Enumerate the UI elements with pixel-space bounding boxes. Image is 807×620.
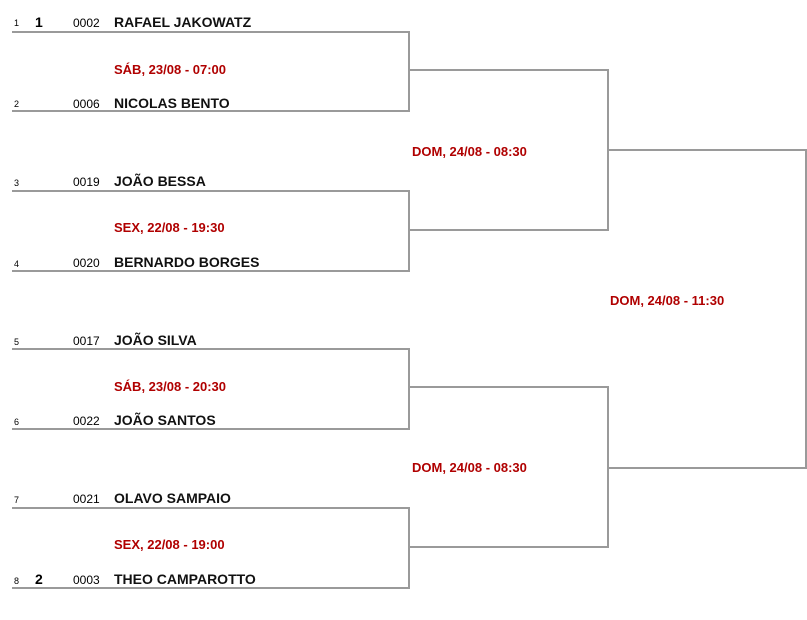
seed-number: 2 xyxy=(35,571,43,587)
player-id: 0020 xyxy=(73,256,100,270)
seed-number: 1 xyxy=(35,14,43,30)
player-id: 0002 xyxy=(73,16,100,30)
slot-number: 6 xyxy=(14,417,20,427)
player-name[interactable]: JOÃO BESSA xyxy=(114,173,206,189)
match-1-time[interactable]: SÁB, 23/08 - 07:00 xyxy=(114,62,227,77)
bracket-match-3-connector xyxy=(12,348,410,430)
player-id: 0019 xyxy=(73,175,100,189)
bracket-match-2-connector xyxy=(12,190,410,272)
bracket-final-connector xyxy=(607,149,807,469)
match-3-time[interactable]: SÁB, 23/08 - 20:30 xyxy=(114,379,227,394)
slot-number: 5 xyxy=(14,337,20,347)
player-name[interactable]: THEO CAMPAROTTO xyxy=(114,571,256,587)
player-name[interactable]: BERNARDO BORGES xyxy=(114,254,260,270)
slot-number: 4 xyxy=(14,259,20,269)
semifinal-2-time[interactable]: DOM, 24/08 - 08:30 xyxy=(412,460,527,475)
player-id: 0022 xyxy=(73,414,100,428)
player-name[interactable]: NICOLAS BENTO xyxy=(114,95,230,111)
slot-number: 1 xyxy=(14,18,20,28)
slot-number: 2 xyxy=(14,99,20,109)
match-2-time[interactable]: SEX, 22/08 - 19:30 xyxy=(114,220,225,235)
player-name[interactable]: OLAVO SAMPAIO xyxy=(114,490,231,506)
bracket-match-1-connector xyxy=(12,31,410,112)
player-id: 0017 xyxy=(73,334,100,348)
slot-number: 8 xyxy=(14,576,20,586)
player-name[interactable]: RAFAEL JAKOWATZ xyxy=(114,14,252,30)
player-name[interactable]: JOÃO SILVA xyxy=(114,332,197,348)
bracket-match-4-connector xyxy=(12,507,410,589)
slot-number: 3 xyxy=(14,178,20,188)
final-time[interactable]: DOM, 24/08 - 11:30 xyxy=(610,293,725,308)
slot-number: 7 xyxy=(14,495,20,505)
player-id: 0003 xyxy=(73,573,100,587)
player-name[interactable]: JOÃO SANTOS xyxy=(114,412,216,428)
semifinal-1-time[interactable]: DOM, 24/08 - 08:30 xyxy=(412,144,527,159)
player-id: 0006 xyxy=(73,97,100,111)
player-id: 0021 xyxy=(73,492,100,506)
match-4-time[interactable]: SEX, 22/08 - 19:00 xyxy=(114,537,225,552)
